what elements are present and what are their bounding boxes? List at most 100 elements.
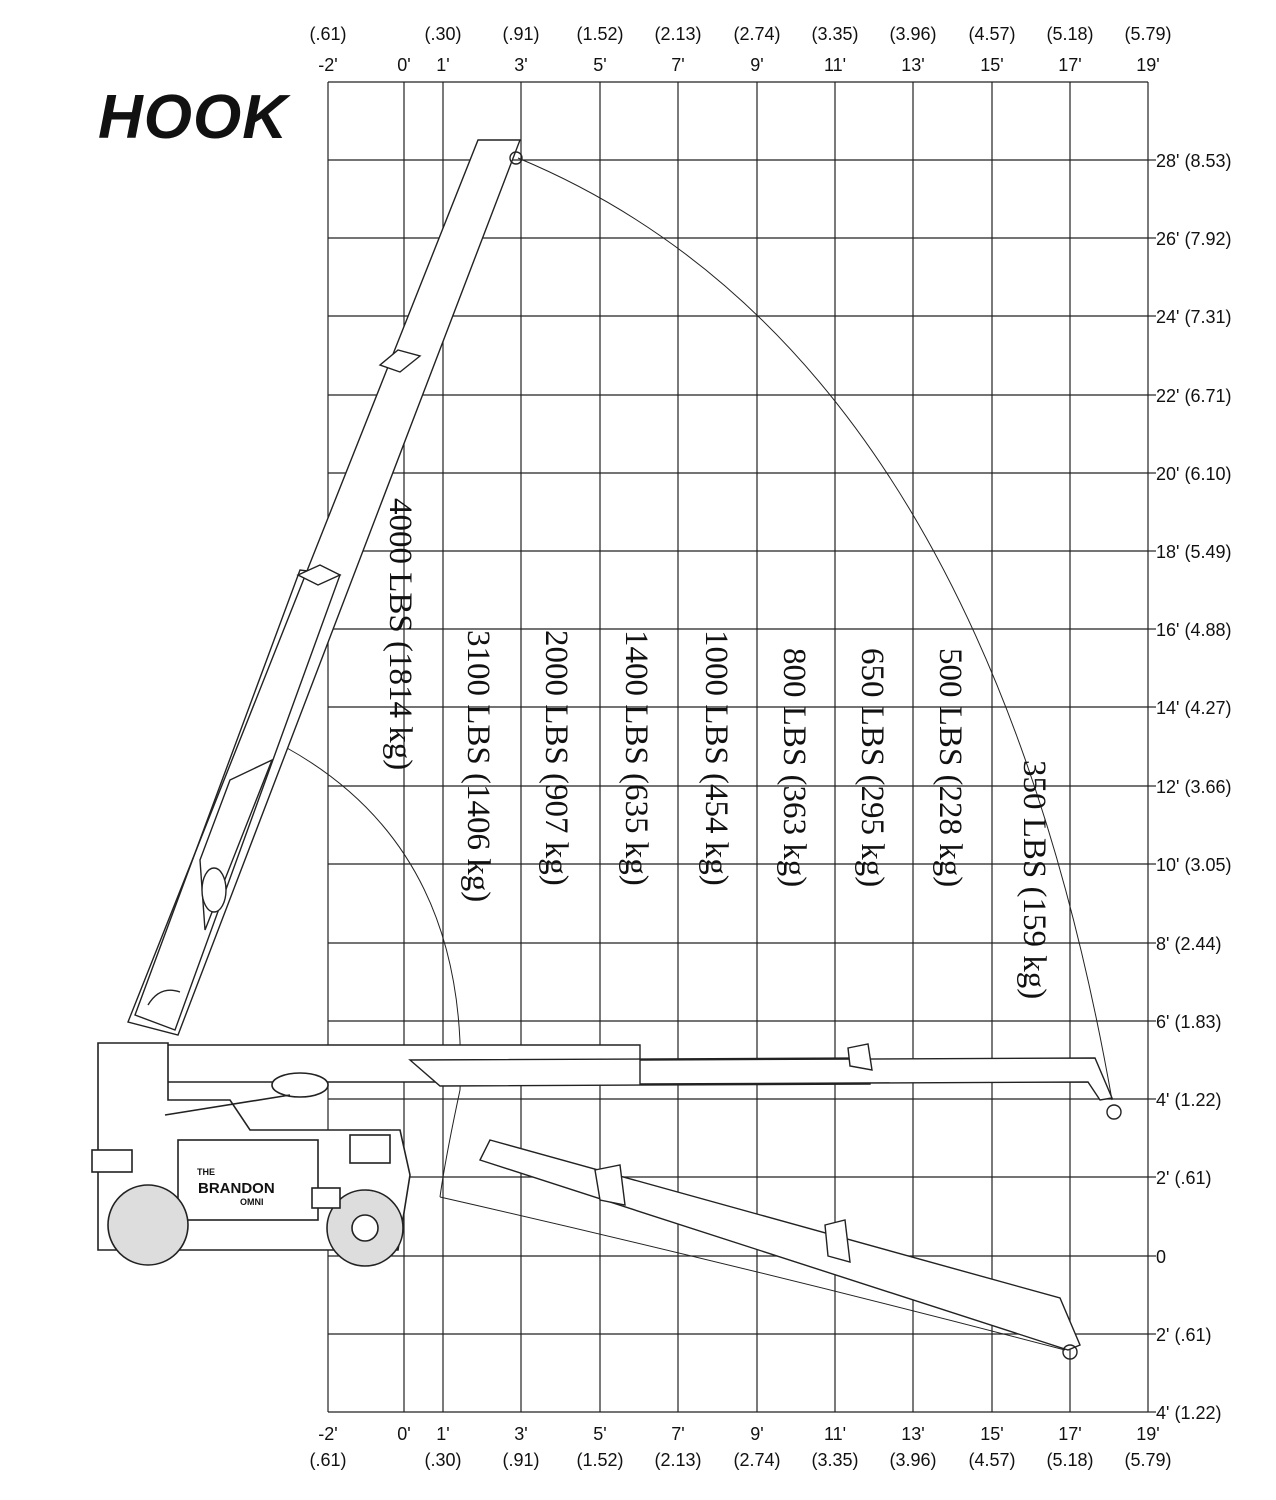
bottom-axis-metric-label: (.30) bbox=[424, 1450, 461, 1470]
right-axis-label: 6' (1.83) bbox=[1156, 1012, 1221, 1032]
engine-housing bbox=[349, 1134, 391, 1164]
top-axis-metric-label: (1.52) bbox=[576, 24, 623, 44]
right-axis-label: 4' (1.22) bbox=[1156, 1403, 1221, 1423]
right-axis-label: 14' (4.27) bbox=[1156, 698, 1231, 718]
capacity-label: 500 LBS (228 kg) bbox=[932, 648, 968, 887]
bottom-axis-metric-label: (2.13) bbox=[654, 1450, 701, 1470]
right-axis-label: 16' (4.88) bbox=[1156, 620, 1231, 640]
right-axis-label: 28' (8.53) bbox=[1156, 151, 1231, 171]
raised-boom bbox=[127, 139, 523, 1036]
boom-bracket bbox=[378, 349, 422, 373]
top-axis-feet-label: 13' bbox=[901, 55, 924, 75]
machine-logo: THE BRANDON OMNI bbox=[197, 1167, 275, 1207]
capacity-label: 3100 LBS (1406 kg) bbox=[460, 630, 496, 902]
bottom-axis-feet-label: 19' bbox=[1136, 1424, 1159, 1444]
horizontal-boom bbox=[159, 1043, 1122, 1120]
boom-plate bbox=[201, 867, 227, 913]
top-axis-metric-label: (3.96) bbox=[889, 24, 936, 44]
bottom-axis-feet-label: 7' bbox=[671, 1424, 684, 1444]
right-axis-label: 10' (3.05) bbox=[1156, 855, 1231, 875]
logo-bottom: OMNI bbox=[240, 1197, 264, 1207]
top-axis-feet-label: 0' bbox=[397, 55, 410, 75]
right-axis-labels: 28' (8.53) 26' (7.92) 24' (7.31) 22' (6.71)… bbox=[1156, 151, 1231, 1423]
bottom-axis-feet-label: 13' bbox=[901, 1424, 924, 1444]
step-rungs bbox=[311, 1187, 341, 1209]
lower-envelope bbox=[439, 1196, 1066, 1351]
front-hub-icon bbox=[351, 1214, 379, 1242]
right-axis-label: 0 bbox=[1156, 1247, 1166, 1267]
hook-icon bbox=[1062, 1344, 1078, 1360]
retracted-reach-arc bbox=[286, 747, 462, 1198]
reach-envelopes bbox=[286, 157, 1113, 1351]
bottom-axis-feet-label: 9' bbox=[750, 1424, 763, 1444]
bottom-axis-labels: -2'(.61)0'1'(.30)3'(.91)5'(1.52)7'(2.13)… bbox=[309, 1424, 1171, 1470]
bottom-axis-metric-label: (.91) bbox=[502, 1450, 539, 1470]
capacity-label: 1400 LBS (635 kg) bbox=[618, 630, 654, 886]
bottom-axis-feet-label: 1' bbox=[436, 1424, 449, 1444]
capacity-label: 800 LBS (363 kg) bbox=[776, 648, 812, 887]
machine-body bbox=[91, 1042, 411, 1267]
bottom-axis-feet-label: 0' bbox=[397, 1424, 410, 1444]
top-axis-metric-label: (2.13) bbox=[654, 24, 701, 44]
capacity-label: 4000 LBS (1814 kg) bbox=[382, 498, 418, 770]
top-axis-metric-label: (2.74) bbox=[733, 24, 780, 44]
top-axis-feet-label: 15' bbox=[980, 55, 1003, 75]
top-axis-feet-label: -2' bbox=[318, 55, 337, 75]
logo-top: THE bbox=[197, 1167, 215, 1177]
right-axis-label: 22' (6.71) bbox=[1156, 386, 1231, 406]
bottom-axis-feet-label: 15' bbox=[980, 1424, 1003, 1444]
top-axis-feet-label: 9' bbox=[750, 55, 763, 75]
top-axis-metric-label: (5.18) bbox=[1046, 24, 1093, 44]
top-axis-feet-label: 17' bbox=[1058, 55, 1081, 75]
top-axis-feet-label: 19' bbox=[1136, 55, 1159, 75]
capacity-label: 1000 LBS (454 kg) bbox=[698, 630, 734, 886]
boom-bracket bbox=[847, 1043, 873, 1071]
capacity-label: 2000 LBS (907 kg) bbox=[538, 630, 574, 886]
top-axis-metric-label: (.30) bbox=[424, 24, 461, 44]
top-axis-feet-label: 5' bbox=[593, 55, 606, 75]
right-axis-label: 8' (2.44) bbox=[1156, 934, 1221, 954]
side-box bbox=[91, 1149, 133, 1173]
lift-cylinder bbox=[271, 1072, 329, 1098]
hook-icon bbox=[1106, 1104, 1122, 1120]
lift-cylinder-rod bbox=[164, 1094, 291, 1116]
rear-wheel-icon bbox=[107, 1184, 189, 1266]
raised-boom-outer bbox=[127, 139, 522, 1036]
top-axis-metric-label: (5.79) bbox=[1124, 24, 1171, 44]
logo-main: BRANDON bbox=[198, 1180, 275, 1197]
top-axis-feet-label: 3' bbox=[514, 55, 527, 75]
boom-bracket bbox=[594, 1164, 626, 1206]
right-axis-label: 12' (3.66) bbox=[1156, 777, 1231, 797]
top-axis-metric-label: (4.57) bbox=[968, 24, 1015, 44]
bottom-axis-metric-label: (2.74) bbox=[733, 1450, 780, 1470]
page-title: HOOK bbox=[98, 83, 288, 152]
top-axis-feet-label: 1' bbox=[436, 55, 449, 75]
boom-bracket bbox=[296, 564, 342, 586]
raised-boom-inner bbox=[199, 758, 274, 931]
bottom-axis-feet-label: 17' bbox=[1058, 1424, 1081, 1444]
right-axis-label: 2' (.61) bbox=[1156, 1168, 1211, 1188]
right-axis-label: 26' (7.92) bbox=[1156, 229, 1231, 249]
right-axis-label: 18' (5.49) bbox=[1156, 542, 1231, 562]
right-axis-label: 20' (6.10) bbox=[1156, 464, 1231, 484]
right-axis-label: 24' (7.31) bbox=[1156, 307, 1231, 327]
bottom-axis-feet-label: 3' bbox=[514, 1424, 527, 1444]
hook-icon bbox=[509, 151, 523, 165]
right-axis-label: 4' (1.22) bbox=[1156, 1090, 1221, 1110]
lowered-boom-outer bbox=[479, 1139, 1081, 1351]
top-axis-feet-label: 11' bbox=[824, 55, 846, 75]
boom-bracket bbox=[824, 1219, 851, 1263]
right-axis-label: 2' (.61) bbox=[1156, 1325, 1211, 1345]
top-axis-metric-label: (.91) bbox=[502, 24, 539, 44]
capacity-label: 650 LBS (295 kg) bbox=[854, 648, 890, 887]
angle-indicator bbox=[147, 989, 181, 1006]
horizontal-boom-tip bbox=[639, 1057, 1113, 1101]
top-axis-metric-label: (3.35) bbox=[811, 24, 858, 44]
top-axis-metric-label: (.61) bbox=[309, 24, 346, 44]
bottom-axis-metric-label: (5.18) bbox=[1046, 1450, 1093, 1470]
capacity-label: 350 LBS (159 kg) bbox=[1016, 760, 1052, 999]
bottom-axis-metric-label: (4.57) bbox=[968, 1450, 1015, 1470]
cab-panel bbox=[177, 1139, 319, 1221]
lowered-boom bbox=[479, 1139, 1081, 1360]
bottom-axis-metric-label: (1.52) bbox=[576, 1450, 623, 1470]
